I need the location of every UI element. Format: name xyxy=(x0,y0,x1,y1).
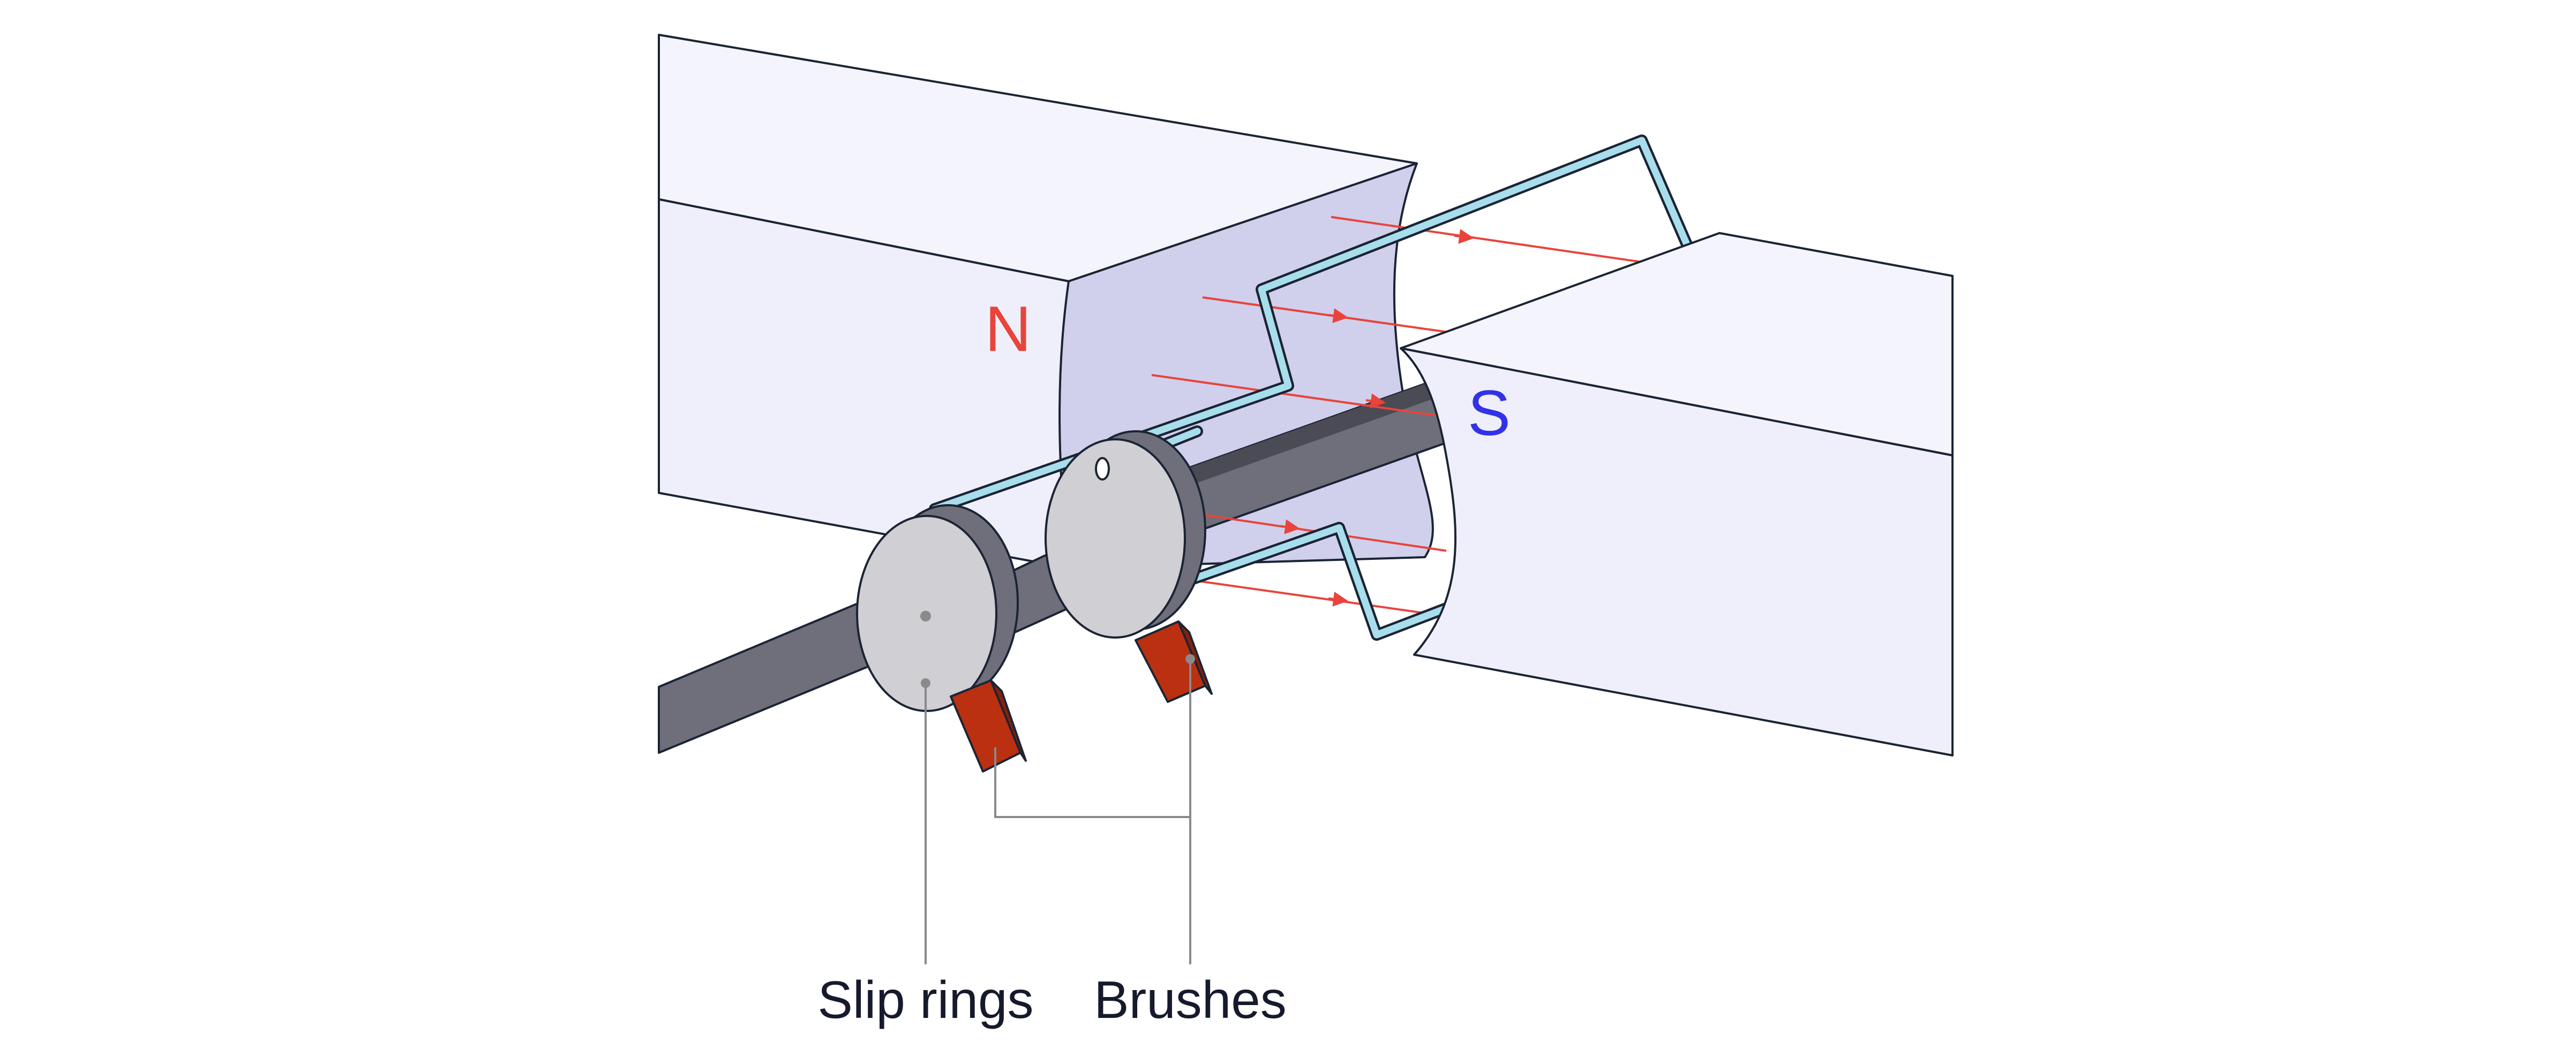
field-arrow-3 xyxy=(1365,393,1386,409)
slip-ring-2-face xyxy=(1045,438,1186,639)
field-line-5 xyxy=(1199,580,1447,617)
brush-1 xyxy=(950,679,1027,773)
brushes-leader xyxy=(994,659,1191,818)
magnetic-field-lines xyxy=(1151,216,1653,617)
north-pole-label: N xyxy=(985,293,1032,365)
field-arrow-5 xyxy=(1328,591,1348,607)
field-arrow-4 xyxy=(1280,519,1300,535)
south-pole-label: S xyxy=(1468,377,1511,449)
slip-rings-label: Slip rings xyxy=(817,970,1033,1029)
field-arrow-2 xyxy=(1328,308,1348,324)
field-arrow-1 xyxy=(1454,229,1474,244)
leader-lines xyxy=(921,654,1195,964)
south-magnet xyxy=(1400,232,1954,756)
brush-2 xyxy=(1135,620,1213,703)
slip-ring-2 xyxy=(1045,430,1206,639)
brushes-label: Brushes xyxy=(1094,970,1287,1029)
south-magnet-front-face xyxy=(1400,347,1954,756)
field-line-1 xyxy=(1331,216,1653,265)
slip-ring-2-coil-hole xyxy=(1095,457,1110,481)
brush-2-leader-dot xyxy=(1185,654,1195,664)
field-line-3 xyxy=(1151,374,1447,418)
slip-ring-1-hub xyxy=(920,611,931,621)
slip-ring-1 xyxy=(856,504,1019,712)
